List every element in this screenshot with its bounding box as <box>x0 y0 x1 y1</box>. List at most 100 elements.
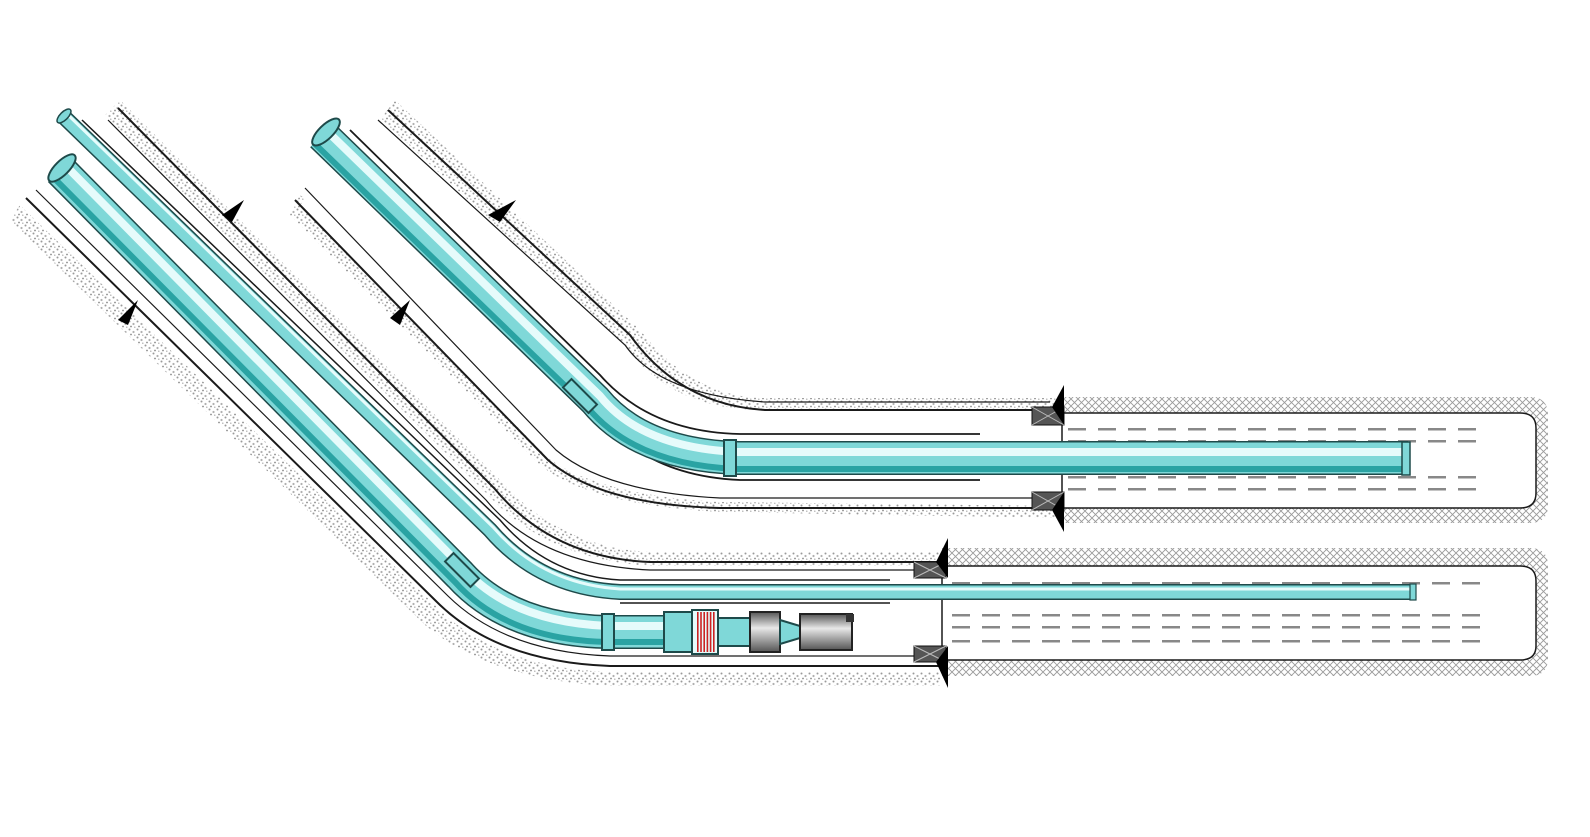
casing-shoe-icon <box>118 300 138 325</box>
lower-openhole-interior <box>941 565 1537 661</box>
perforation-mark <box>1428 428 1446 431</box>
upper-coupling <box>561 377 599 415</box>
perforation-mark <box>1012 640 1030 643</box>
perforation-mark <box>1278 488 1296 491</box>
upper-casing-line-inner-bottom <box>304 187 1050 499</box>
perforation-mark <box>1098 428 1116 431</box>
perforation-mark <box>1042 582 1060 585</box>
perforation-mark <box>1188 488 1206 491</box>
lower-coupling <box>443 551 481 589</box>
perforation-mark <box>1068 428 1086 431</box>
casing-shoe-icon <box>390 300 410 325</box>
perforation-mark <box>1192 640 1210 643</box>
perforation-mark <box>1072 626 1090 629</box>
perforation-mark <box>1432 614 1450 617</box>
upper-well <box>290 100 1548 532</box>
perforation-mark <box>1132 640 1150 643</box>
perforation-mark <box>1248 428 1266 431</box>
perforation-mark <box>1368 488 1386 491</box>
tool-ring-mark <box>703 612 705 652</box>
perforation-mark <box>1342 640 1360 643</box>
perforation-mark <box>952 614 970 617</box>
perforation-mark <box>1158 476 1176 479</box>
perforation-mark <box>1158 488 1176 491</box>
perforation-mark <box>1312 582 1330 585</box>
perforation-mark <box>1398 428 1416 431</box>
tool-ring-mark <box>697 612 699 652</box>
perforation-mark <box>1188 476 1206 479</box>
upper-liner-line-top <box>349 129 980 435</box>
perforation-mark <box>1162 582 1180 585</box>
perforation-mark <box>1462 626 1480 629</box>
perforation-mark <box>1012 582 1030 585</box>
perforation-mark <box>1192 582 1210 585</box>
lower-well <box>10 100 1548 688</box>
perforation-mark <box>1218 428 1236 431</box>
perforation-mark <box>982 614 1000 617</box>
perforation-mark <box>1282 582 1300 585</box>
perforation-mark <box>1338 476 1356 479</box>
perforation-mark <box>1458 440 1476 443</box>
perforation-mark <box>1222 582 1240 585</box>
perforation-mark <box>1282 614 1300 617</box>
lower-casing-line-inner-top <box>107 119 930 571</box>
perforation-mark <box>1398 476 1416 479</box>
perforation-mark <box>1012 614 1030 617</box>
perforation-mark <box>1282 640 1300 643</box>
lower-casing-line-outer-top <box>117 107 940 563</box>
perforation-mark <box>1312 640 1330 643</box>
perforation-mark <box>1278 428 1296 431</box>
perforation-mark <box>1458 488 1476 491</box>
perforation-mark <box>1308 488 1326 491</box>
perforation-mark <box>1192 626 1210 629</box>
perforation-mark <box>1128 428 1146 431</box>
perforation-mark <box>1432 582 1450 585</box>
perforation-mark <box>1282 626 1300 629</box>
lower-secondary-end <box>1409 583 1417 601</box>
perforation-mark <box>1462 614 1480 617</box>
upper-casing-line-outer-bottom <box>294 199 1060 509</box>
perforation-mark <box>1432 640 1450 643</box>
perforation-mark <box>1278 476 1296 479</box>
upper-coupling <box>723 439 737 477</box>
perforation-mark <box>1368 476 1386 479</box>
packer-icon <box>1031 491 1065 532</box>
perforation-mark <box>1042 640 1060 643</box>
perforation-mark <box>1458 476 1476 479</box>
perforation-mark <box>1372 640 1390 643</box>
perforation-mark <box>1338 488 1356 491</box>
perforation-mark <box>1158 428 1176 431</box>
lower-perforations <box>952 582 1480 643</box>
tool-ring-mark <box>713 612 715 652</box>
perforation-mark <box>1372 582 1390 585</box>
perforation-mark <box>1132 614 1150 617</box>
perforation-mark <box>1072 640 1090 643</box>
perforation-mark <box>982 582 1000 585</box>
perforation-mark <box>1218 476 1236 479</box>
perforation-mark <box>1042 626 1060 629</box>
perforation-mark <box>1462 640 1480 643</box>
perforation-mark <box>1308 476 1326 479</box>
packer-icon <box>913 538 948 579</box>
perforation-mark <box>1398 488 1416 491</box>
perforation-mark <box>1128 476 1146 479</box>
perforation-mark <box>1402 582 1420 585</box>
perforation-mark <box>1218 488 1236 491</box>
perforation-mark <box>1458 428 1476 431</box>
perforation-mark <box>1372 614 1390 617</box>
perforation-mark <box>982 626 1000 629</box>
perforation-mark <box>1068 476 1086 479</box>
perforation-mark <box>1098 488 1116 491</box>
perforation-mark <box>1368 428 1386 431</box>
perforation-mark <box>1102 614 1120 617</box>
perforation-mark <box>952 626 970 629</box>
perforation-mark <box>1162 626 1180 629</box>
perforation-mark <box>1188 428 1206 431</box>
perforation-mark <box>1068 488 1086 491</box>
tool-ring-mark <box>706 612 709 652</box>
perforation-mark <box>1402 640 1420 643</box>
lower-secondary-string-highlight <box>63 110 1415 591</box>
casing-shoe-icon <box>222 200 244 222</box>
